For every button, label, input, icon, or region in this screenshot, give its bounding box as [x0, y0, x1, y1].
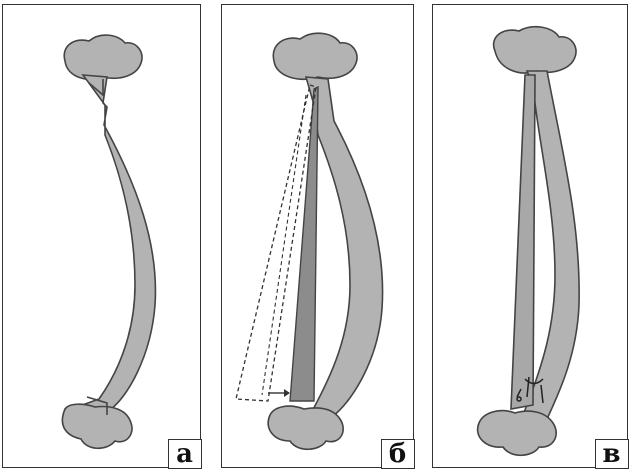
lower-epiphysis: [62, 404, 132, 448]
bone-illustration-a: [3, 5, 202, 469]
lower-epiphysis: [478, 411, 557, 456]
lower-epiphysis: [268, 406, 343, 449]
bone-illustration-b: [222, 5, 415, 469]
panel-label-a: а: [168, 439, 202, 469]
panel-b: б: [221, 4, 414, 468]
bone-shaft: [77, 75, 155, 417]
displacement-arrow: [268, 389, 290, 397]
bone-illustration-c: [433, 5, 629, 469]
panel-label-c: в: [595, 439, 629, 469]
panel-label-b: б: [381, 439, 415, 469]
panel-a: а: [2, 4, 201, 468]
bone-shaft-left: [511, 75, 535, 409]
upper-epiphysis: [64, 35, 142, 79]
bone-wedge: [290, 87, 318, 401]
panel-c: в: [432, 4, 628, 468]
upper-epiphysis: [273, 33, 357, 79]
upper-epiphysis: [494, 27, 576, 73]
